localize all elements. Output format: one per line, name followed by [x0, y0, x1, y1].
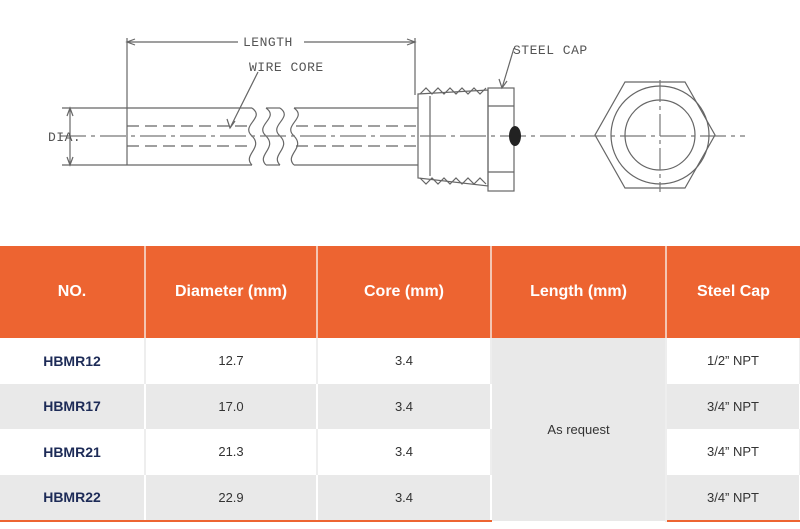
table-row: HBMR12 12.7 3.4 As request 1/2” NPT: [0, 338, 800, 521]
table-row: HBMR22 22.9 3.4 3/4” NPT: [0, 474, 800, 522]
part-number: HBMR22: [0, 474, 146, 522]
table-row: HBMR17 17.0 3.4 3/4” NPT: [0, 383, 800, 429]
steel-cap-label: STEEL CAP: [513, 43, 588, 58]
diameter-value: 22.9: [145, 474, 318, 522]
steel-cap-value: 3/4” NPT: [666, 383, 800, 429]
spec-table: NO. Diameter (mm) Core (mm) Length (mm) …: [0, 246, 800, 522]
header-steel-cap: Steel Cap: [666, 246, 800, 338]
length-value: As request: [491, 338, 667, 521]
header-length: Length (mm): [491, 246, 667, 338]
part-number: HBMR21: [0, 429, 146, 475]
core-value: 3.4: [317, 338, 492, 384]
core-value: 3.4: [317, 429, 492, 475]
diameter-value: 12.7: [145, 338, 318, 384]
wire-core-label: WIRE CORE: [249, 60, 324, 75]
diameter-value: 17.0: [145, 383, 318, 429]
core-value: 3.4: [317, 474, 492, 522]
header-core: Core (mm): [317, 246, 492, 338]
steel-cap-value: 1/2” NPT: [666, 338, 800, 384]
table-row: HBMR21 21.3 3.4 3/4” NPT: [0, 429, 800, 475]
steel-cap-value: 3/4” NPT: [666, 429, 800, 475]
core-value: 3.4: [317, 383, 492, 429]
part-number: HBMR12: [0, 338, 146, 384]
steel-cap-value: 3/4” NPT: [666, 474, 800, 522]
part-number: HBMR17: [0, 383, 146, 429]
header-diameter: Diameter (mm): [145, 246, 318, 338]
length-label: LENGTH: [243, 35, 293, 50]
table-header-row: NO. Diameter (mm) Core (mm) Length (mm) …: [0, 246, 800, 338]
dia-label: DIA.: [48, 130, 81, 145]
diameter-value: 21.3: [145, 429, 318, 475]
technical-drawing: LENGTH WIRE CORE STEEL CAP DIA.: [48, 34, 745, 192]
header-no: NO.: [0, 246, 146, 338]
